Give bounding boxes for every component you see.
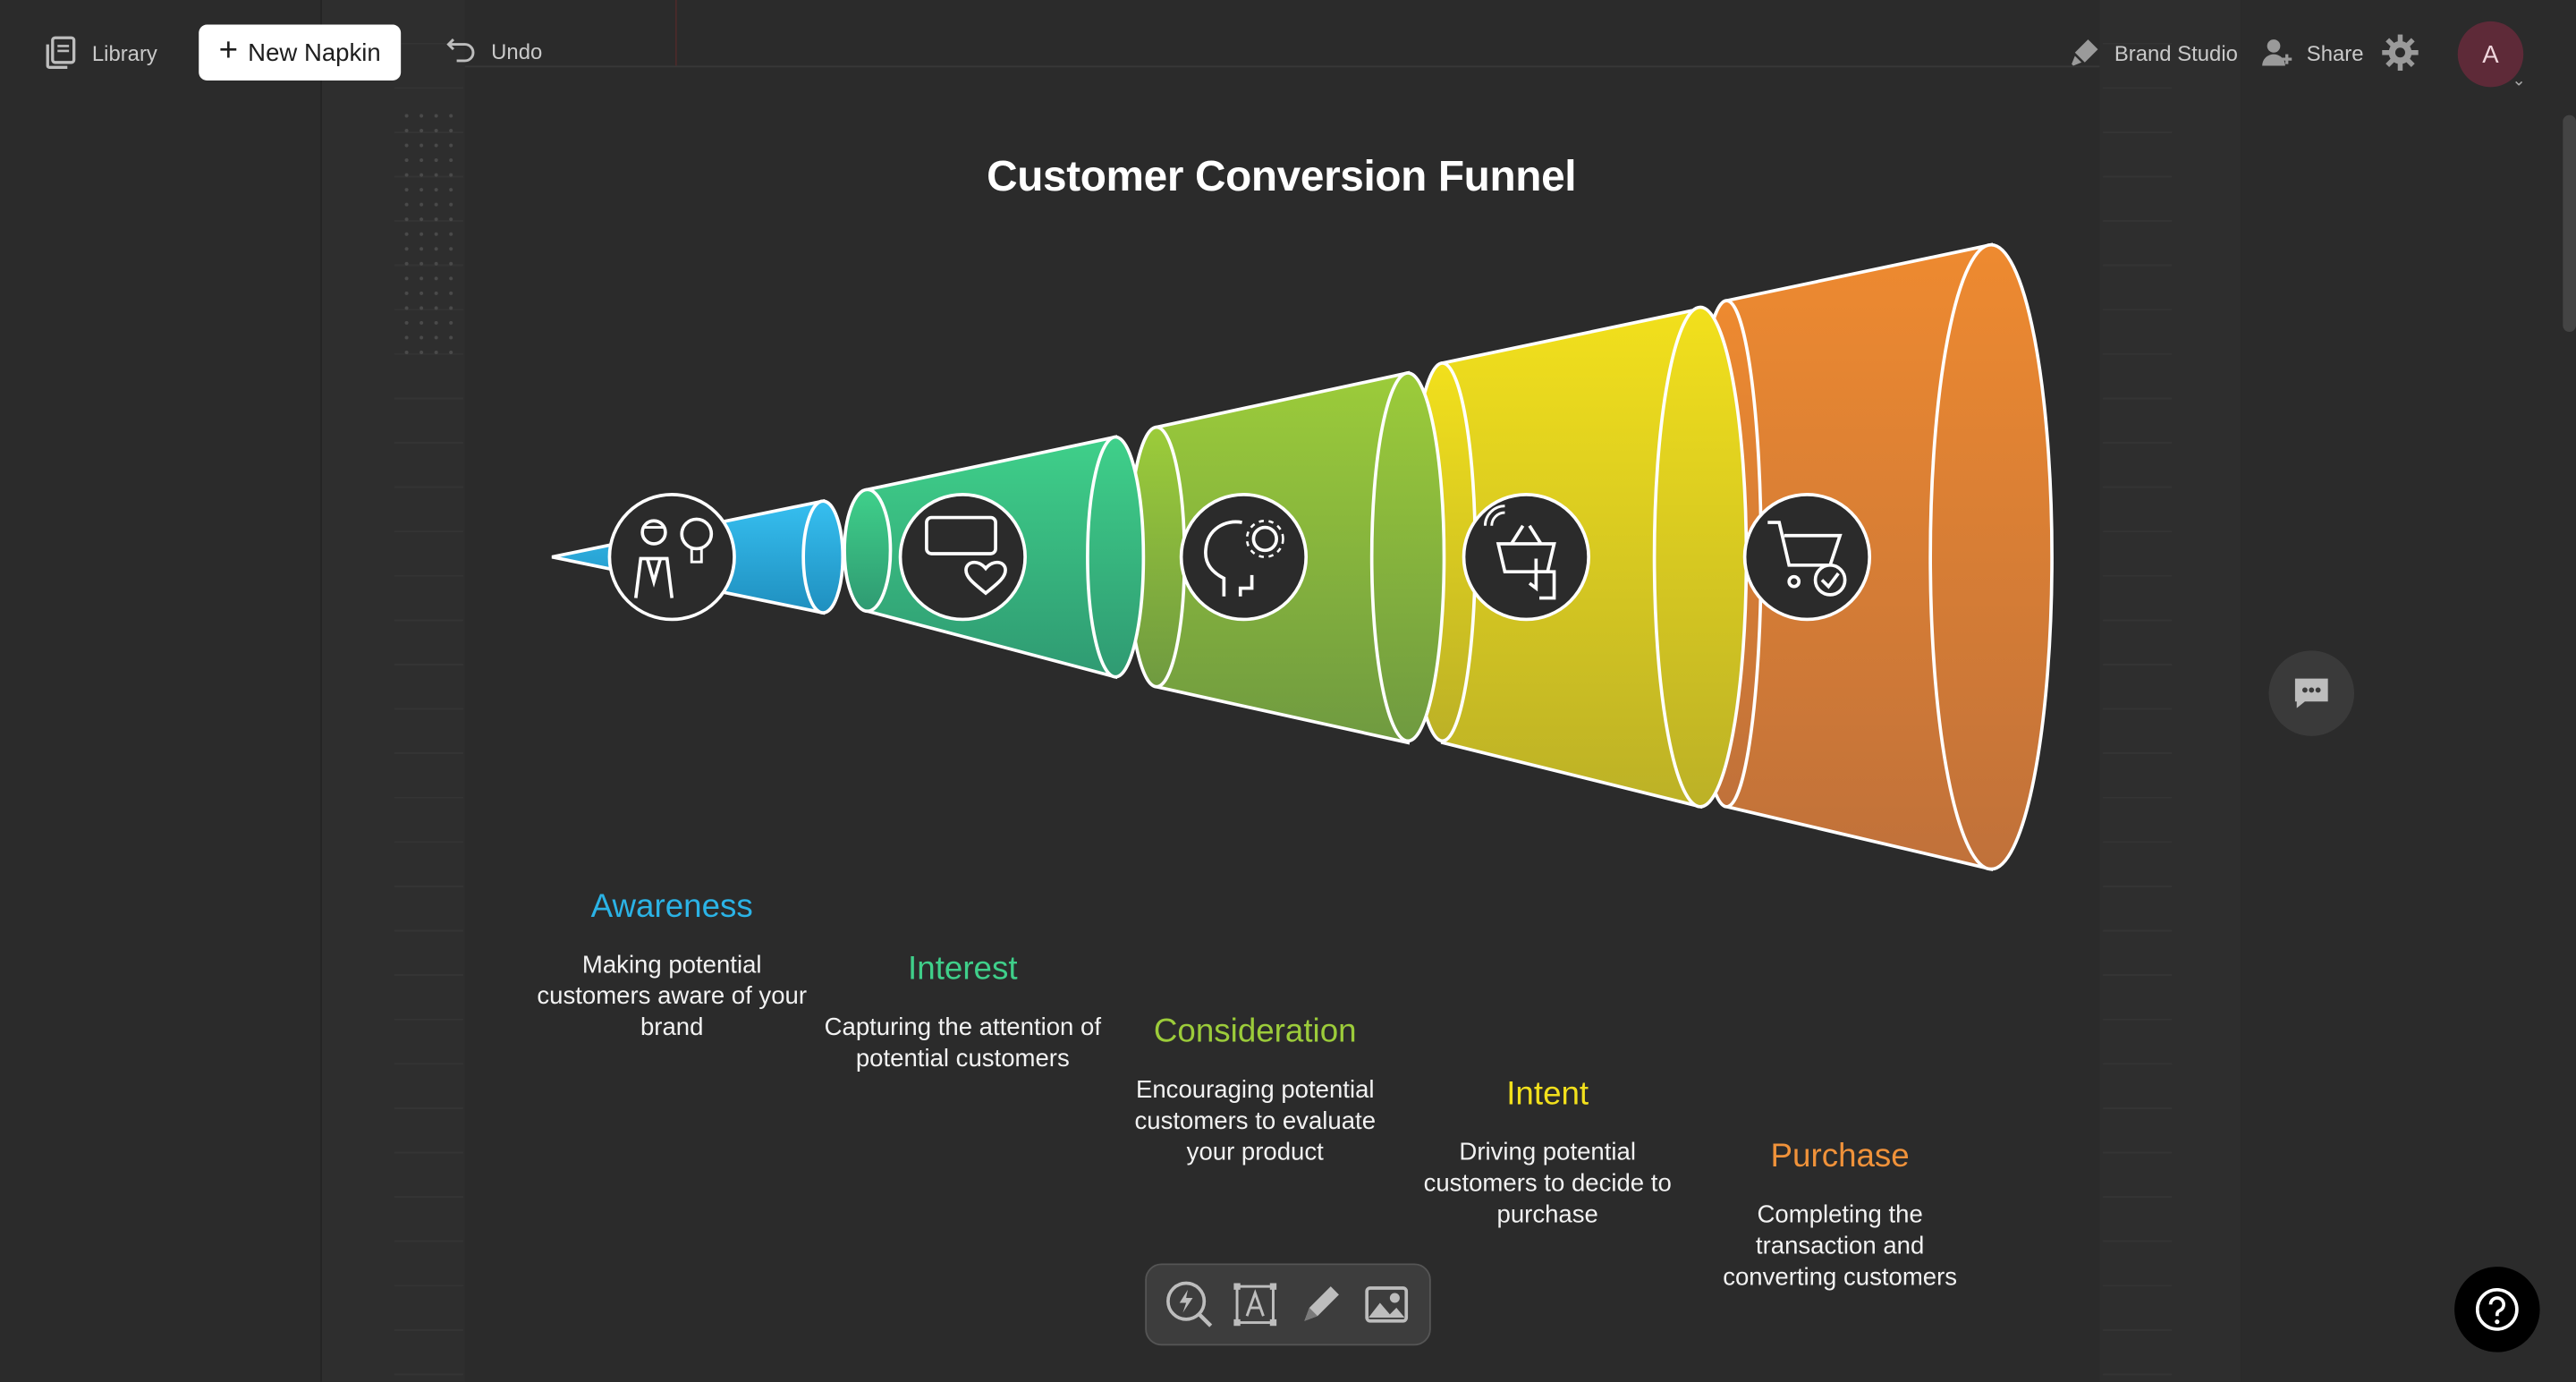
stage-label-awareness[interactable]: Awareness Making potential customers awa… xyxy=(532,889,811,1044)
brand-studio-button[interactable]: Brand Studio xyxy=(2068,36,2238,69)
stage-description: Capturing the attention of potential cus… xyxy=(824,1013,1102,1073)
avatar[interactable]: A xyxy=(2457,21,2524,88)
brand-studio-label: Brand Studio xyxy=(2114,39,2238,65)
stage-label-intent[interactable]: Intent Driving potential customers to de… xyxy=(1408,1076,1687,1231)
stage-description: Making potential customers aware of your… xyxy=(537,951,808,1042)
gear-icon xyxy=(2382,34,2419,71)
text-tool-button[interactable] xyxy=(1227,1276,1283,1332)
stage-description: Completing the transaction and convertin… xyxy=(1723,1200,1958,1292)
pen-icon xyxy=(1304,1286,1339,1321)
stage-title: Awareness xyxy=(590,888,753,926)
undo-label: Undo xyxy=(491,38,543,64)
generate-visual-button[interactable] xyxy=(1162,1276,1217,1332)
stage-description: Driving potential customers to decide to… xyxy=(1423,1138,1672,1229)
bottom-toolbar xyxy=(1145,1263,1431,1346)
stage-description: Encouraging potential customers to evalu… xyxy=(1134,1076,1377,1167)
stage-label-purchase[interactable]: Purchase Completing the transaction and … xyxy=(1700,1139,1979,1293)
share-button[interactable]: Share xyxy=(2260,36,2364,69)
draw-tool-button[interactable] xyxy=(1293,1276,1349,1332)
library-button[interactable]: Library xyxy=(43,35,157,71)
text-box-icon xyxy=(1233,1283,1277,1327)
library-icon xyxy=(46,36,76,69)
message-heart-icon xyxy=(898,493,1027,622)
undo-icon xyxy=(446,38,475,63)
comment-button[interactable] xyxy=(2268,650,2355,736)
chevron-down-icon[interactable]: ⌄ xyxy=(2512,72,2526,91)
canvas-right-margin xyxy=(2099,0,2243,1382)
canvas-top-rule xyxy=(464,65,2100,68)
question-mark-icon xyxy=(2475,1287,2519,1331)
scrollbar[interactable] xyxy=(2563,114,2576,333)
diagram-title[interactable]: Customer Conversion Funnel xyxy=(987,150,1577,201)
stage-title: Consideration xyxy=(1153,1013,1357,1050)
undo-button[interactable]: Undo xyxy=(445,36,543,65)
add-user-icon xyxy=(2262,39,2292,66)
spark-search-icon xyxy=(1166,1281,1213,1327)
help-button[interactable] xyxy=(2454,1267,2540,1352)
image-icon xyxy=(1365,1286,1409,1323)
image-tool-button[interactable] xyxy=(1359,1276,1414,1332)
settings-button[interactable] xyxy=(2380,33,2419,81)
share-label: Share xyxy=(2306,39,2364,65)
new-napkin-label: New Napkin xyxy=(248,38,381,67)
library-label: Library xyxy=(91,39,157,65)
stage-title: Interest xyxy=(908,951,1018,988)
stage-title: Intent xyxy=(1506,1076,1589,1113)
dot-grid xyxy=(399,108,459,355)
new-napkin-button[interactable]: + New Napkin xyxy=(199,24,402,81)
stage-title: Purchase xyxy=(1770,1138,1910,1175)
left-sidebar xyxy=(0,0,321,1382)
chat-bubble-icon xyxy=(2294,678,2328,708)
canvas-guide-line xyxy=(674,0,677,66)
brush-icon xyxy=(2072,39,2098,66)
stage-label-interest[interactable]: Interest Capturing the attention of pote… xyxy=(823,951,1102,1074)
avatar-initial: A xyxy=(2482,39,2499,69)
person-idea-icon xyxy=(607,493,736,622)
cart-check-icon xyxy=(1742,493,1872,622)
stage-label-consideration[interactable]: Consideration Encouraging potential cust… xyxy=(1115,1013,1394,1168)
plus-icon: + xyxy=(218,32,239,70)
head-gear-icon xyxy=(1179,493,1309,622)
basket-tap-icon xyxy=(1462,493,1590,622)
